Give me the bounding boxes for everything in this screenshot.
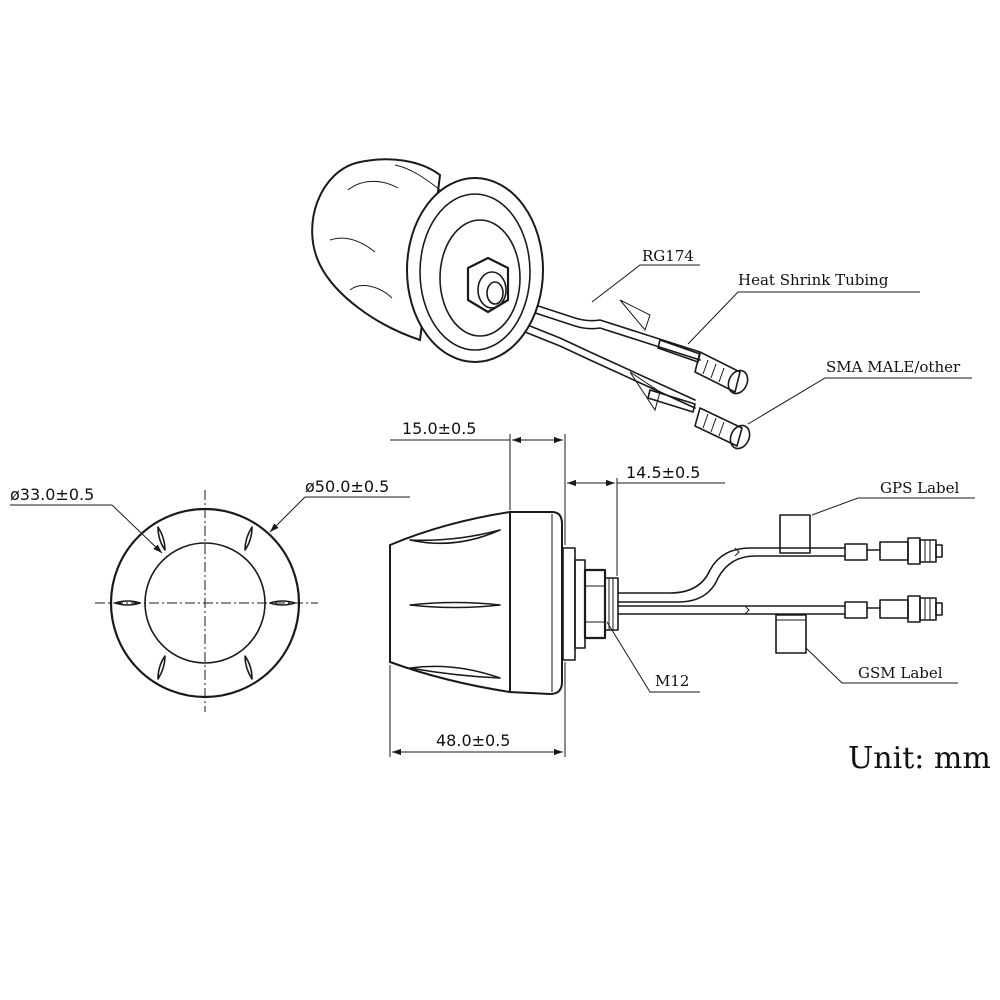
label-gsm: GSM Label (858, 664, 943, 682)
isometric-view (311, 158, 751, 450)
dim-thread-length: 14.5±0.5 (626, 463, 700, 482)
side-mount-thread (562, 547, 619, 661)
iso-antenna-base (406, 177, 544, 363)
side-gsm-label-flag (775, 614, 807, 654)
dim-outer-diameter: ø50.0±0.5 (305, 477, 389, 496)
side-heat-shrink (844, 543, 881, 619)
front-view-fins (114, 526, 296, 680)
side-antenna-body (389, 510, 563, 696)
iso-antenna-cap (311, 158, 442, 342)
label-m12: M12 (655, 672, 689, 690)
side-view (389, 510, 943, 696)
side-view-leaders: M12 GPS Label GSM Label (606, 479, 975, 693)
iso-cables (514, 299, 701, 413)
label-rg174: RG174 (642, 247, 694, 265)
iso-sma-connector-upper (694, 351, 749, 395)
dim-overall-length: 48.0±0.5 (436, 731, 510, 750)
front-view-dimensions: ø33.0±0.5 ø50.0±0.5 (10, 477, 410, 554)
unit-label: Unit: mm (848, 741, 991, 776)
dim-cap-depth: 15.0±0.5 (402, 419, 476, 438)
iso-sma-connector-lower (694, 407, 751, 450)
dim-inner-diameter: ø33.0±0.5 (10, 485, 94, 504)
label-gps: GPS Label (880, 479, 960, 497)
side-view-dimensions: 15.0±0.5 14.5±0.5 48.0±0.5 (389, 419, 725, 757)
label-sma-male: SMA MALE/other (826, 358, 961, 376)
side-sma-connector-gsm (879, 595, 943, 623)
iso-leaders: RG174 Heat Shrink Tubing SMA MALE/other (591, 247, 972, 425)
side-sma-connector-gps (879, 537, 943, 565)
front-view (95, 490, 318, 712)
label-heat-shrink-tubing: Heat Shrink Tubing (738, 271, 889, 289)
side-gps-label-flag (779, 514, 811, 554)
side-cables (617, 547, 846, 615)
